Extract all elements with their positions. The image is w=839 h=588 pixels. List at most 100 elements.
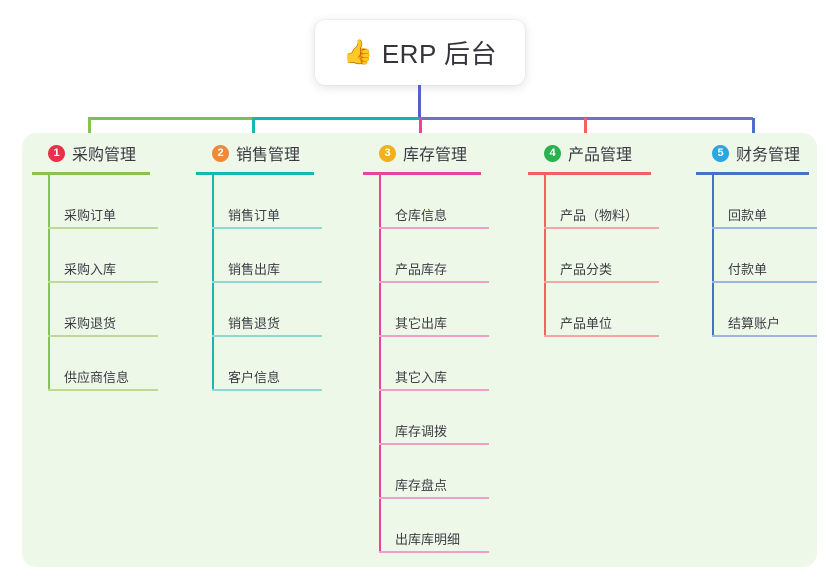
branch-child-rule — [48, 227, 158, 229]
branch-rule-3 — [363, 172, 481, 175]
root-stem-connector — [418, 85, 421, 120]
branch-child-rule — [48, 335, 158, 337]
branch-child-rule — [48, 389, 158, 391]
branch-title-4: 产品管理 — [568, 147, 633, 164]
bus-segment-teal — [252, 117, 420, 120]
branch-title-3: 库存管理 — [403, 147, 468, 164]
thumbs-up-icon: 👍 — [342, 38, 373, 66]
root-node-title: ERP 后台 — [381, 39, 498, 69]
branch-children-2: 销售订单销售出库销售退货客户信息 — [196, 175, 346, 391]
branch-child-item[interactable]: 库存调拨 — [363, 391, 513, 445]
branch-child-rule — [712, 335, 817, 337]
branch-child-rule — [379, 551, 489, 553]
branch-child-rule — [379, 389, 489, 391]
branch-children-5: 回款单付款单结算账户 — [696, 175, 839, 337]
branch-spine-5 — [712, 175, 714, 337]
branch-child-item[interactable]: 产品分类 — [528, 229, 683, 283]
branch-child-item[interactable]: 采购入库 — [32, 229, 182, 283]
branch-child-label: 回款单 — [728, 208, 768, 223]
branch-child-item[interactable]: 采购退货 — [32, 283, 182, 337]
branch-child-item[interactable]: 销售退货 — [196, 283, 346, 337]
branch-children-3: 仓库信息产品库存其它出库其它入库库存调拨库存盘点出库库明细 — [363, 175, 513, 553]
branch-child-item[interactable]: 其它出库 — [363, 283, 513, 337]
branch-header-5[interactable]: 5 财务管理 — [696, 140, 839, 166]
branch-child-rule — [544, 335, 659, 337]
branch-child-rule — [212, 227, 322, 229]
branch-column-1: 1 采购管理采购订单采购入库采购退货供应商信息 — [32, 140, 182, 391]
branch-child-item[interactable]: 产品（物料） — [528, 175, 683, 229]
branch-child-item[interactable]: 产品单位 — [528, 283, 683, 337]
bus-segment-green — [88, 117, 253, 120]
branch-child-item[interactable]: 其它入库 — [363, 337, 513, 391]
branch-child-label: 库存盘点 — [395, 478, 448, 493]
branch-column-2: 2 销售管理销售订单销售出库销售退货客户信息 — [196, 140, 346, 391]
branch-spine-4 — [544, 175, 546, 337]
branch-child-label: 销售出库 — [228, 262, 281, 277]
branch-child-label: 出库库明细 — [395, 532, 461, 547]
branch-child-label: 结算账户 — [728, 316, 781, 331]
branch-child-label: 其它入库 — [395, 370, 448, 385]
branch-rule-5 — [696, 172, 809, 175]
branch-header-2[interactable]: 2 销售管理 — [196, 140, 346, 166]
branch-badge-5: 5 — [712, 144, 729, 162]
branch-child-item[interactable]: 结算账户 — [696, 283, 839, 337]
branch-child-item[interactable]: 采购订单 — [32, 175, 182, 229]
branch-child-item[interactable]: 供应商信息 — [32, 337, 182, 391]
branch-badge-2: 2 — [212, 144, 229, 162]
branch-child-item[interactable]: 付款单 — [696, 229, 839, 283]
branch-child-rule — [379, 281, 489, 283]
branch-title-5: 财务管理 — [736, 147, 801, 164]
branches-panel — [22, 133, 817, 567]
branch-header-4[interactable]: 4 产品管理 — [528, 140, 683, 166]
root-node[interactable]: 👍 ERP 后台 — [315, 20, 525, 85]
branch-badge-4: 4 — [544, 144, 561, 162]
branch-child-rule — [212, 335, 322, 337]
branch-child-item[interactable]: 销售出库 — [196, 229, 346, 283]
branch-child-rule — [212, 281, 322, 283]
branch-child-rule — [212, 389, 322, 391]
branch-child-label: 产品单位 — [560, 316, 613, 331]
branch-header-3[interactable]: 3 库存管理 — [363, 140, 513, 166]
branch-child-item[interactable]: 回款单 — [696, 175, 839, 229]
branch-spine-3 — [379, 175, 381, 553]
branch-child-label: 采购订单 — [64, 208, 117, 223]
branch-child-rule — [544, 227, 659, 229]
branch-child-item[interactable]: 出库库明细 — [363, 499, 513, 553]
branch-child-label: 供应商信息 — [64, 370, 130, 385]
branch-badge-1: 1 — [48, 144, 65, 162]
branch-child-rule — [379, 335, 489, 337]
branch-title-1: 采购管理 — [72, 147, 137, 164]
branch-column-4: 4 产品管理产品（物料） 产品分类产品单位 — [528, 140, 683, 337]
branch-child-label: 销售订单 — [228, 208, 281, 223]
branch-child-item[interactable]: 销售订单 — [196, 175, 346, 229]
branch-badge-3: 3 — [379, 144, 396, 162]
branch-child-rule — [48, 281, 158, 283]
branch-spine-2 — [212, 175, 214, 391]
branch-child-rule — [379, 497, 489, 499]
branch-child-label: 销售退货 — [228, 316, 281, 331]
branch-child-label: 客户信息 — [228, 370, 281, 385]
branch-children-1: 采购订单采购入库采购退货供应商信息 — [32, 175, 182, 391]
branch-child-item[interactable]: 库存盘点 — [363, 445, 513, 499]
branch-child-label: 采购退货 — [64, 316, 117, 331]
branch-rule-4 — [528, 172, 651, 175]
branch-child-label: 库存调拨 — [395, 424, 448, 439]
branch-title-2: 销售管理 — [236, 147, 301, 164]
branch-rule-2 — [196, 172, 314, 175]
branch-children-4: 产品（物料） 产品分类产品单位 — [528, 175, 683, 337]
branch-child-rule — [379, 227, 489, 229]
branch-rule-1 — [32, 172, 150, 175]
branch-child-label: 采购入库 — [64, 262, 117, 277]
branch-child-label: 产品库存 — [395, 262, 448, 277]
branch-child-item[interactable]: 客户信息 — [196, 337, 346, 391]
branch-child-item[interactable]: 仓库信息 — [363, 175, 513, 229]
branch-child-label: 产品（物料） — [560, 208, 639, 223]
branch-column-5: 5 财务管理回款单付款单结算账户 — [696, 140, 839, 337]
branch-header-1[interactable]: 1 采购管理 — [32, 140, 182, 166]
branch-child-label: 其它出库 — [395, 316, 448, 331]
branch-child-label: 产品分类 — [560, 262, 613, 277]
branch-child-rule — [712, 281, 817, 283]
branch-child-item[interactable]: 产品库存 — [363, 229, 513, 283]
branch-child-label: 仓库信息 — [395, 208, 448, 223]
